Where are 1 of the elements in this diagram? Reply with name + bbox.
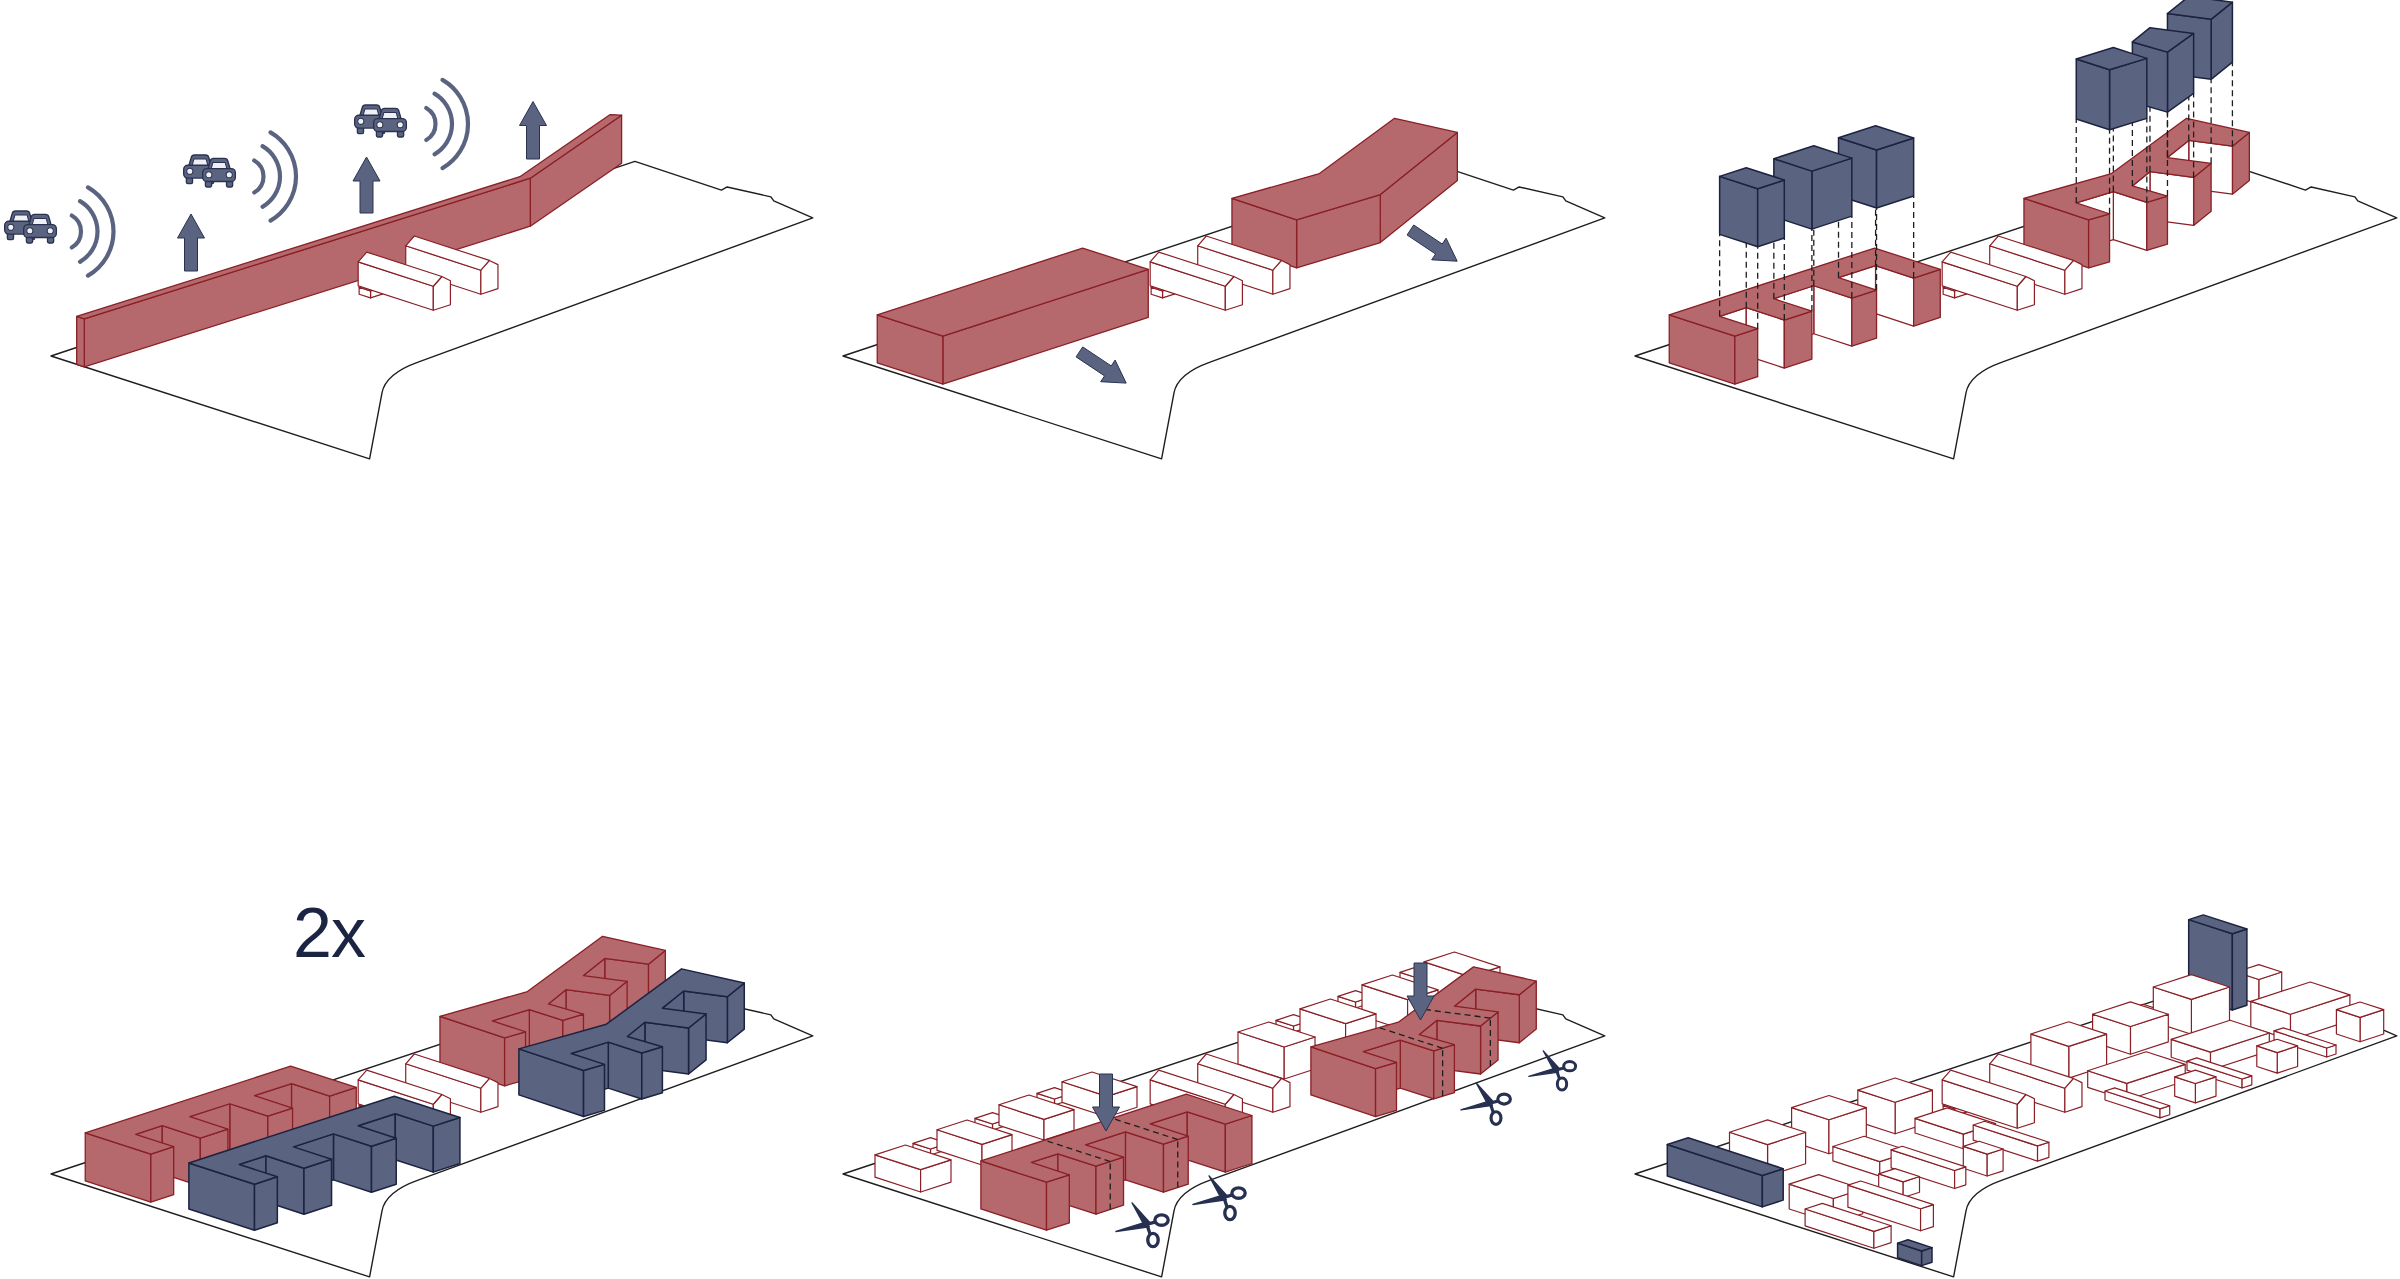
multiplier-label: 2x	[293, 898, 365, 968]
